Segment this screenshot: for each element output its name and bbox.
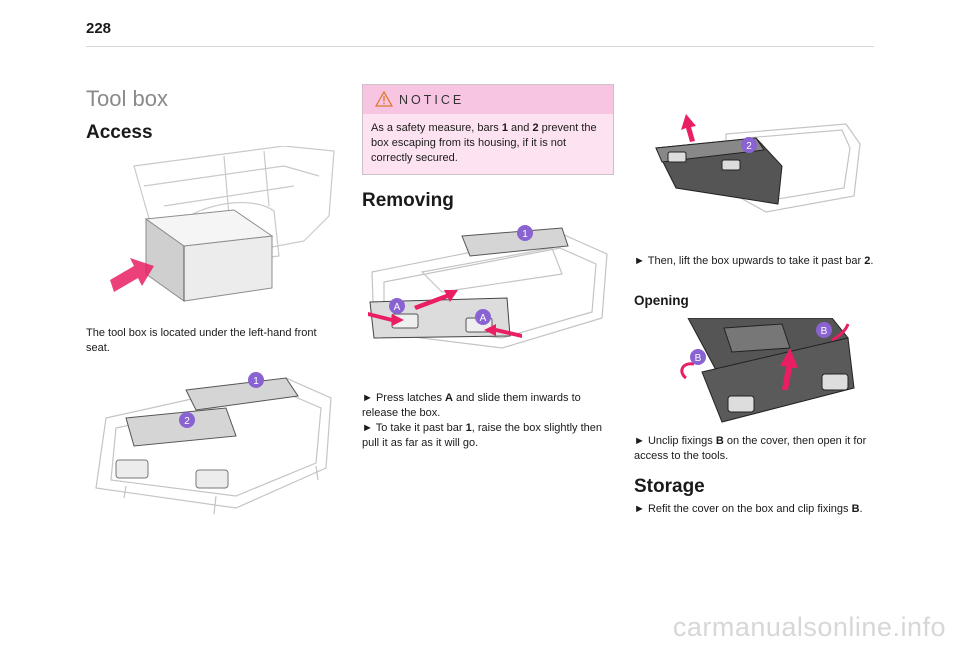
seat-access-illustration bbox=[110, 146, 335, 302]
callout-2-icon: 2 bbox=[179, 412, 195, 428]
callout-1-icon: 1 bbox=[248, 372, 264, 388]
callout-b-icon: B bbox=[816, 322, 832, 338]
opening-heading: Opening bbox=[634, 293, 689, 308]
access-description: The tool box is located under the left-h… bbox=[86, 327, 317, 354]
notice-text: As a safety measure, bars 1 and 2 preven… bbox=[371, 122, 597, 164]
pink-arrow-icon bbox=[680, 323, 850, 390]
lift-box-illustration: 2 bbox=[655, 114, 861, 213]
callout-a-icon: A bbox=[389, 298, 405, 314]
svg-text:1: 1 bbox=[253, 376, 259, 387]
notice-box: NOTICE As a safety measure, bars 1 and 2… bbox=[362, 84, 614, 175]
callout-1-icon: 1 bbox=[517, 225, 533, 241]
notice-title: NOTICE bbox=[399, 93, 465, 107]
callout-2-icon: 2 bbox=[741, 137, 757, 153]
pink-arrow-icon bbox=[681, 114, 696, 142]
open-cover-illustration: B B bbox=[680, 318, 855, 423]
svg-text:B: B bbox=[695, 353, 702, 364]
opening-instruction: ► Unclip fixings B on the cover, then op… bbox=[634, 435, 867, 462]
watermark: carmanualsonline.info bbox=[672, 612, 946, 642]
storage-heading: Storage bbox=[634, 476, 705, 497]
svg-text:2: 2 bbox=[184, 416, 190, 427]
notice-header bbox=[363, 85, 613, 114]
svg-text:1: 1 bbox=[522, 229, 528, 240]
removing-heading: Removing bbox=[362, 190, 454, 211]
page-number: 228 bbox=[86, 20, 112, 37]
svg-text:B: B bbox=[821, 326, 828, 337]
lift-instruction: ► Then, lift the box upwards to take it … bbox=[634, 255, 874, 267]
pink-arrow-icon bbox=[110, 258, 154, 292]
section-title: Tool box bbox=[86, 86, 168, 111]
access-heading: Access bbox=[86, 122, 153, 143]
svg-text:2: 2 bbox=[746, 141, 752, 152]
pink-arrow-icon bbox=[368, 290, 522, 338]
warning-icon bbox=[375, 91, 393, 107]
box-bars-illustration: 1 2 bbox=[95, 372, 332, 515]
removing-step-2: ► To take it past bar 1, raise the box s… bbox=[362, 422, 602, 449]
header-rule bbox=[86, 46, 874, 47]
callout-a-icon: A bbox=[475, 309, 491, 325]
storage-instruction: ► Refit the cover on the box and clip fi… bbox=[634, 503, 863, 515]
callout-b-icon: B bbox=[690, 349, 706, 365]
removing-step-1: ► Press latches A and slide them inwards… bbox=[362, 392, 581, 419]
svg-text:A: A bbox=[480, 313, 487, 324]
latch-release-illustration: 1 A A bbox=[368, 225, 608, 349]
svg-text:A: A bbox=[394, 302, 401, 313]
